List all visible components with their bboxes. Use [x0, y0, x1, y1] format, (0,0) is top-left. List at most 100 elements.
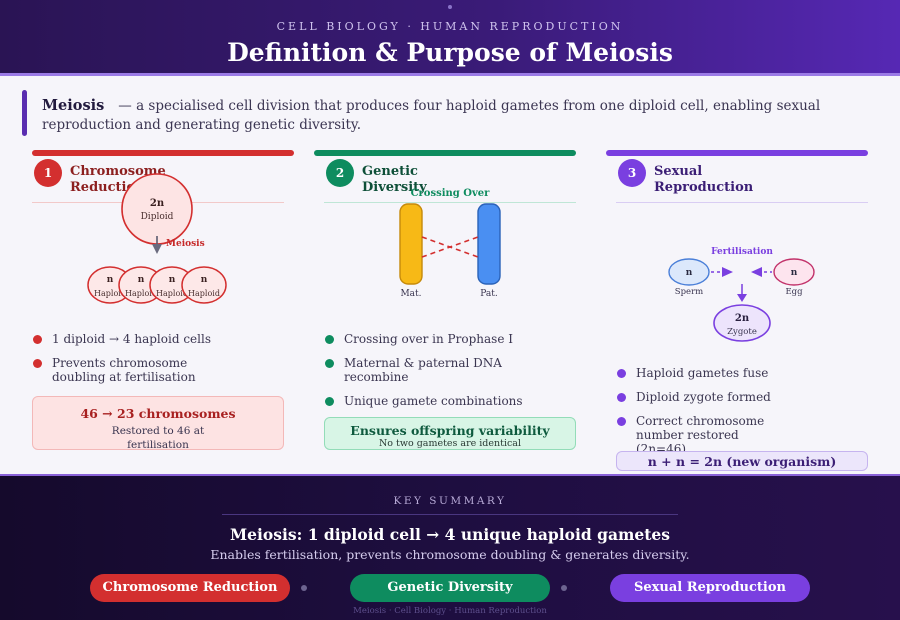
pill-separator	[301, 585, 307, 591]
bullet-dot	[325, 335, 334, 344]
sperm-label: Sperm	[675, 287, 703, 297]
summary-heading: KEY SUMMARY	[393, 495, 507, 507]
list-item: Unique gamete combinations	[324, 394, 586, 408]
pill-sexual-reproduction: Sexual Reproduction	[610, 574, 810, 602]
column-3-topbar	[606, 150, 868, 156]
svg-text:2n: 2n	[735, 313, 750, 324]
list-item: Correct chromosome number restored (2n=4…	[616, 414, 878, 456]
callout-title: n + n = 2n (new organism)	[647, 454, 837, 469]
haploid-cell-3: n Haploid	[149, 266, 195, 304]
column-2-topbar	[314, 150, 576, 156]
column-1-title: Chromosome Reduction	[70, 164, 166, 196]
pill-genetic-diversity: Genetic Diversity	[350, 574, 550, 602]
footnote: Meiosis · Cell Biology · Human Reproduct…	[353, 606, 547, 616]
paternal-label: Pat.	[480, 289, 498, 299]
list-item: Haploid gametes fuse	[616, 366, 878, 380]
pill-chromosome-reduction: Chromosome Reduction	[90, 574, 290, 602]
svg-text:Haploid: Haploid	[94, 289, 126, 298]
column-3-title-line2: Reproduction	[654, 180, 754, 195]
svg-text:n: n	[201, 275, 208, 285]
maternal-label: Mat.	[400, 289, 421, 299]
definition-text: Meiosis— a specialised cell division tha…	[42, 96, 872, 135]
column-2-number: 2	[326, 159, 354, 187]
callout-title: Ensures offspring variability	[350, 423, 550, 438]
meiosis-diagram: 2n Diploid Meiosis n Haploid n Haploid n…	[87, 173, 227, 304]
header-eyebrow: CELL BIOLOGY · HUMAN REPRODUCTION	[276, 20, 624, 33]
bullet-dot	[617, 369, 626, 378]
summary-sub: Enables fertilisation, prevents chromoso…	[210, 547, 690, 562]
header-dot	[448, 5, 452, 9]
haploid-cell-4: n Haploid	[181, 266, 227, 304]
pill-separator	[561, 585, 567, 591]
bullet-dot	[33, 335, 42, 344]
column-3-callout: n + n = 2n (new organism)	[616, 451, 868, 471]
key-summary: KEY SUMMARY Meiosis: 1 diploid cell → 4 …	[0, 474, 900, 620]
svg-text:n: n	[686, 268, 693, 278]
svg-text:Haploid: Haploid	[125, 289, 157, 298]
crossing-over-label: Crossing Over	[411, 188, 491, 199]
page-title: Definition & Purpose of Meiosis	[227, 38, 673, 67]
bullet-dot	[325, 359, 334, 368]
column-2-title-line1: Genetic	[362, 164, 418, 179]
bullet-dot	[33, 359, 42, 368]
column-3-title-line1: Sexual	[654, 164, 703, 179]
column-3-rule	[616, 202, 868, 203]
header: CELL BIOLOGY · HUMAN REPRODUCTION Defini…	[0, 0, 900, 76]
list-item: Crossing over in Prophase I	[324, 332, 586, 346]
svg-text:n: n	[107, 275, 114, 285]
definition-accent-bar	[22, 90, 27, 136]
paternal-chromosome	[477, 203, 501, 285]
callout-subtitle: Restored to 46 at fertilisation	[111, 425, 205, 451]
list-item: Prevents chromosome doubling at fertilis…	[32, 356, 294, 384]
zygote-label: Zygote	[727, 327, 757, 337]
callout-title: 46 → 23 chromosomes	[80, 406, 236, 421]
zygote-cell: 2n Zygote	[713, 304, 771, 342]
egg-label: Egg	[785, 287, 803, 297]
column-2-rule	[324, 202, 576, 203]
list-item: Diploid zygote formed	[616, 390, 878, 404]
svg-text:Haploid: Haploid	[156, 289, 188, 298]
sperm-cell: n Sperm	[668, 258, 710, 297]
diploid-label: Diploid	[141, 212, 174, 222]
column-3-number: 3	[618, 159, 646, 187]
column-1-number: 1	[34, 159, 62, 187]
maternal-chromosome	[399, 203, 423, 285]
column-chromosome-reduction: 1 Chromosome Reduction 2n Diploid Meiosi…	[32, 150, 294, 470]
bullet-dot	[617, 393, 626, 402]
summary-main: Meiosis: 1 diploid cell → 4 unique haplo…	[229, 525, 671, 544]
column-1-callout: 46 → 23 chromosomes Restored to 46 at fe…	[32, 396, 284, 451]
svg-text:n: n	[138, 275, 145, 285]
meiosis-arrow: Meiosis	[152, 236, 205, 254]
column-sexual-reproduction: 3 Sexual Reproduction Fertilisation n Sp…	[606, 150, 878, 471]
column-genetic-diversity: 2 Genetic Diversity Crossing Over Mat. P…	[314, 150, 586, 470]
fertilisation-diagram: Fertilisation n Sperm n Egg 2n Zygote	[668, 247, 815, 342]
bullet-dot	[617, 417, 626, 426]
definition-term: Meiosis	[42, 97, 105, 114]
svg-text:n: n	[791, 268, 798, 278]
column-1-title-line1: Chromosome	[70, 164, 166, 179]
column-1-bullets: 1 diploid → 4 haploid cells Prevents chr…	[32, 332, 294, 394]
crossing-over-diagram: Crossing Over Mat. Pat.	[399, 188, 501, 299]
fertilisation-label: Fertilisation	[711, 247, 773, 257]
diploid-ploidy: 2n	[150, 198, 165, 209]
egg-cell: n Egg	[773, 258, 815, 297]
column-2-callout: Ensures offspring variability No two gam…	[324, 417, 576, 450]
definition-body: — a specialised cell division that produ…	[42, 98, 821, 133]
svg-text:n: n	[169, 275, 176, 285]
diploid-cell: 2n Diploid	[121, 173, 193, 245]
bullet-dot	[325, 397, 334, 406]
list-item: Maternal & paternal DNA recombine	[324, 356, 586, 384]
meiosis-arrow-label: Meiosis	[166, 239, 205, 249]
crossover-lines	[421, 236, 479, 258]
list-item: 1 diploid → 4 haploid cells	[32, 332, 294, 346]
column-2-title-line2: Diversity	[362, 180, 427, 195]
fusion-arrows	[711, 267, 772, 302]
column-1-topbar	[32, 150, 294, 156]
callout-subtitle: No two gametes are identical	[378, 438, 522, 449]
column-2-title: Genetic Diversity	[362, 164, 427, 196]
definition-block: Meiosis— a specialised cell division tha…	[22, 90, 882, 136]
column-3-title: Sexual Reproduction	[654, 164, 753, 196]
summary-divider	[222, 514, 678, 515]
svg-text:Haploid: Haploid	[188, 289, 220, 298]
column-2-bullets: Crossing over in Prophase I Maternal & p…	[324, 332, 586, 418]
